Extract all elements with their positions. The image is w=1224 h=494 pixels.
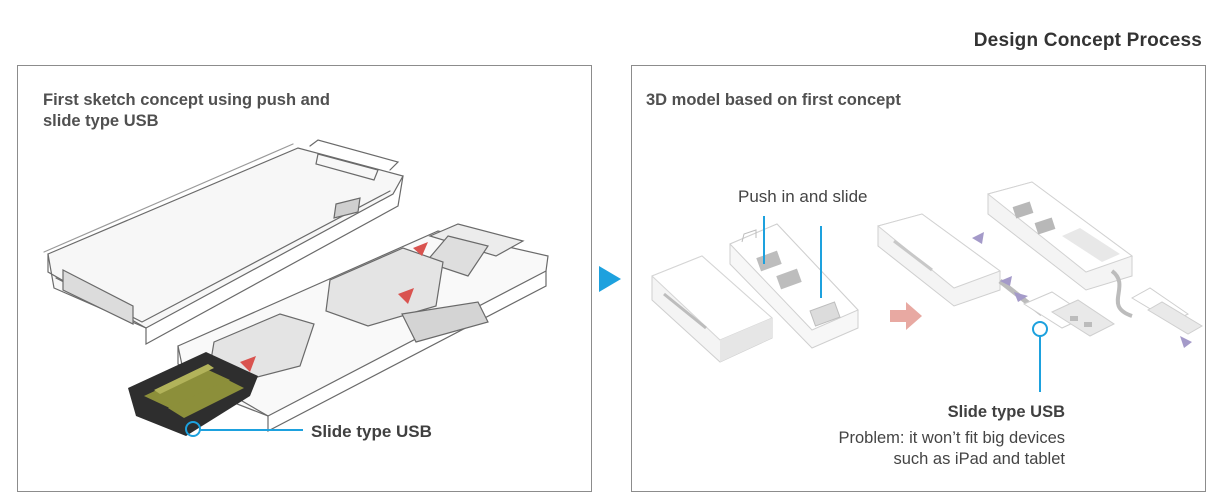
sketch-panel: First sketch concept using push and slid… <box>17 65 592 492</box>
push-slide-label: Push in and slide <box>738 187 868 206</box>
sketch-caption: First sketch concept using push and slid… <box>43 91 330 130</box>
problem-line-2: such as iPad and tablet <box>893 450 1065 468</box>
process-arrow-icon <box>599 266 621 292</box>
slide-usb-callout-left: Slide type USB <box>311 422 432 441</box>
model-illustration <box>651 181 1203 392</box>
model-caption: 3D model based on first concept <box>646 91 901 109</box>
slide-usb-callout-right: Slide type USB <box>947 403 1065 421</box>
sketch-illustration <box>43 139 549 437</box>
page-title: Design Concept Process <box>973 30 1202 51</box>
model-panel: 3D model based on first concept Push in … <box>631 65 1206 492</box>
problem-line-1: Problem: it won’t fit big devices <box>838 429 1065 447</box>
problem-note: Problem: it won’t fit big devices such a… <box>838 428 1065 470</box>
